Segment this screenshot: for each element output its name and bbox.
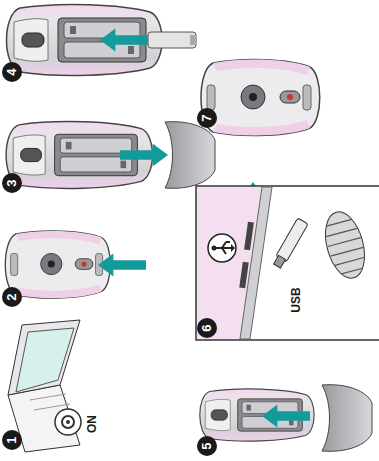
callout-number: 4 bbox=[2, 62, 22, 82]
callout-number: 1 bbox=[2, 430, 22, 450]
callout-number: 7 bbox=[197, 108, 217, 128]
callout-number: 5 bbox=[197, 436, 217, 456]
part-label: USB bbox=[289, 287, 303, 312]
callout-number: 2 bbox=[2, 287, 22, 307]
callout-number: 6 bbox=[197, 318, 217, 338]
part-label: ON bbox=[85, 415, 99, 433]
callout-number: 3 bbox=[2, 173, 22, 193]
